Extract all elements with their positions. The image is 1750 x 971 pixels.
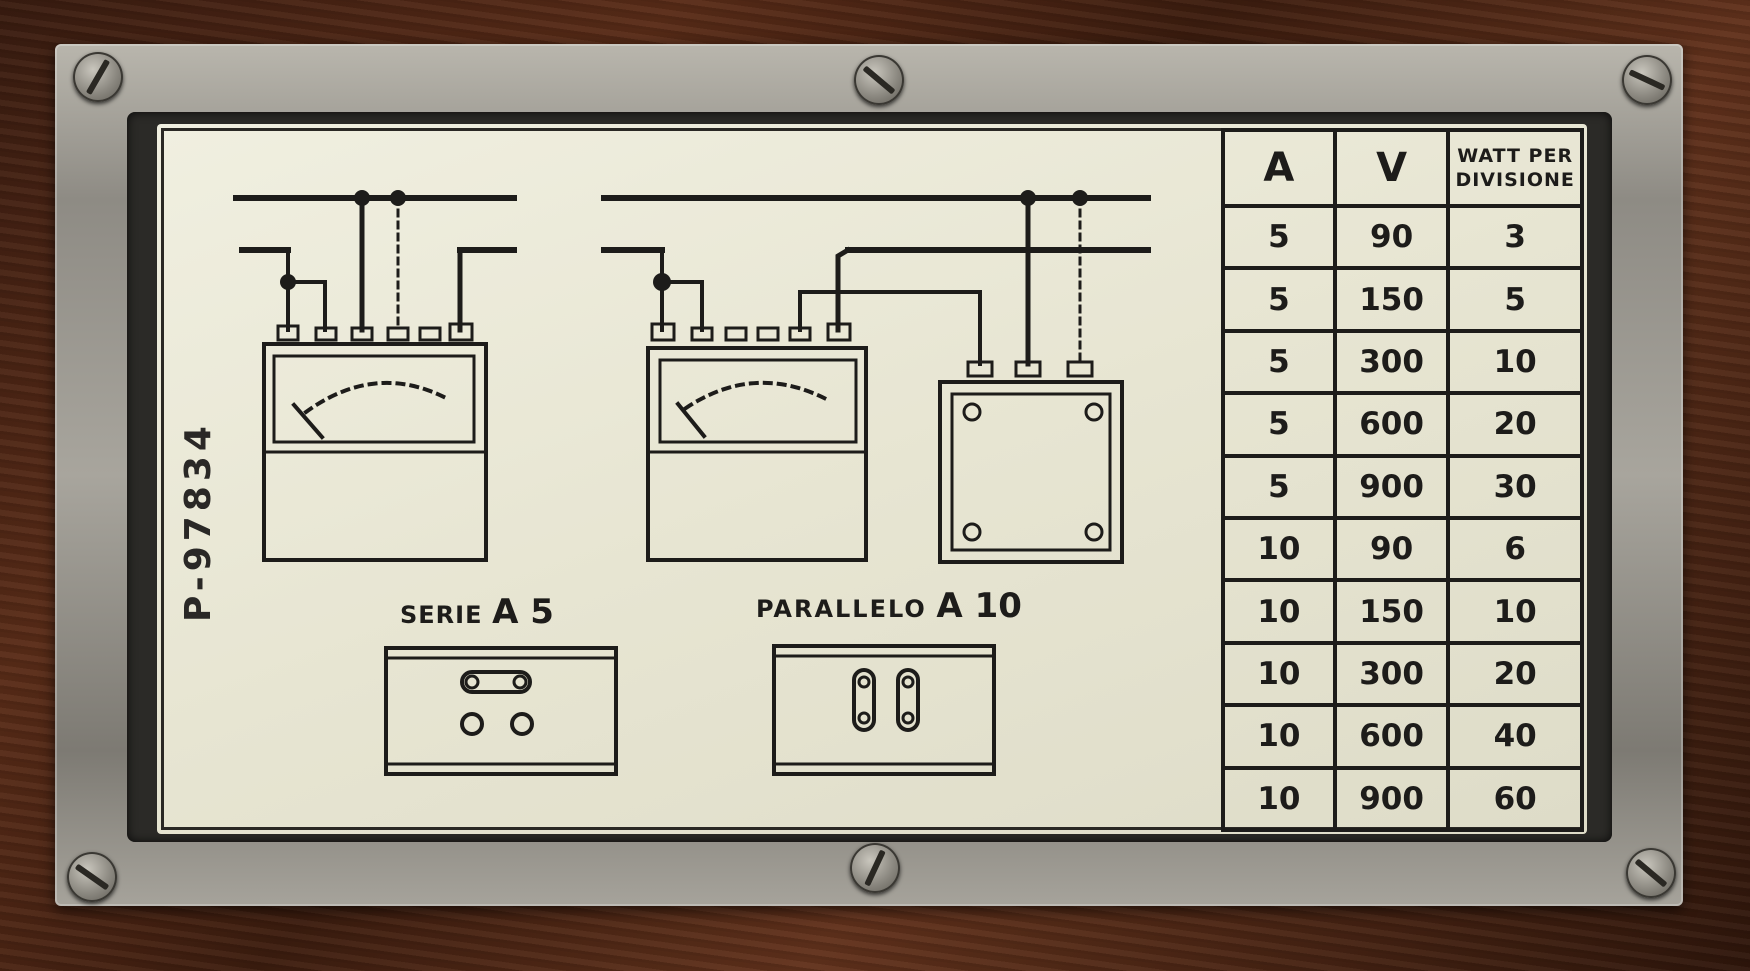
cell-watt: 40 (1446, 703, 1584, 770)
cell-watt: 20 (1446, 391, 1584, 458)
cell-a: 5 (1221, 203, 1337, 271)
cell-watt: 6 (1446, 515, 1584, 583)
cell-watt: 10 (1446, 328, 1584, 396)
cell-v: 600 (1332, 703, 1451, 770)
header-v: V (1332, 128, 1451, 208)
cell-a: 10 (1221, 640, 1337, 708)
serie-label: SERIE A 5 (400, 592, 554, 632)
parallelo-meter-needle (675, 401, 707, 439)
cell-watt: 30 (1446, 453, 1584, 520)
screw-bottom-center (850, 843, 900, 893)
cell-v: 150 (1332, 578, 1451, 645)
header-watt-line2: DIVISIONE (1455, 169, 1575, 191)
screw-top-center (854, 55, 904, 105)
parallelo-label: PARALLELO A 10 (756, 586, 1022, 626)
spec-table-header: A V WATT PER DIVISIONE (1221, 128, 1584, 208)
cell-v: 90 (1332, 515, 1451, 583)
cell-v: 150 (1332, 266, 1451, 333)
parallelo-meter-scale (683, 380, 831, 411)
serial-number: P-97834 (178, 421, 219, 622)
screw-bottom-left (67, 852, 117, 902)
header-watt-line1: WATT PER (1457, 145, 1574, 167)
parallelo-word: PARALLELO (756, 595, 927, 623)
parallelo-link-box (772, 644, 996, 776)
cell-a: 10 (1221, 765, 1337, 833)
cell-a: 5 (1221, 328, 1337, 396)
serie-meter-needle (291, 402, 325, 440)
serie-amp: A 5 (492, 592, 554, 632)
serie-link-bar (460, 670, 532, 694)
parallelo-amp: A 10 (936, 586, 1022, 626)
serie-link-box (384, 646, 618, 776)
header-a: A (1221, 128, 1337, 208)
screw-top-right (1622, 55, 1672, 105)
parallelo-link-bar-left (852, 668, 876, 732)
cell-watt: 20 (1446, 640, 1584, 708)
cell-v: 300 (1332, 328, 1451, 396)
cell-watt: 3 (1446, 203, 1584, 271)
header-watt: WATT PER DIVISIONE (1446, 128, 1584, 208)
serie-meter-window (272, 354, 476, 444)
cell-v: 90 (1332, 203, 1451, 271)
serie-word: SERIE (400, 601, 483, 629)
parallelo-meter-body (646, 346, 868, 562)
cell-v: 300 (1332, 640, 1451, 708)
screw-bottom-right (1626, 848, 1676, 898)
cell-v: 900 (1332, 765, 1451, 833)
cell-v: 900 (1332, 453, 1451, 520)
cell-watt: 10 (1446, 578, 1584, 645)
cell-a: 10 (1221, 703, 1337, 770)
serie-meter-scale (303, 381, 449, 415)
cell-v: 600 (1332, 391, 1451, 458)
cell-a: 10 (1221, 578, 1337, 645)
cell-a: 10 (1221, 515, 1337, 583)
cell-a: 5 (1221, 453, 1337, 520)
cell-watt: 5 (1446, 266, 1584, 333)
screw-top-left (73, 52, 123, 102)
parallelo-meter-window (658, 358, 858, 444)
cell-a: 5 (1221, 391, 1337, 458)
cell-a: 5 (1221, 266, 1337, 333)
shunt-box (938, 380, 1124, 564)
parallelo-link-bar-right (896, 668, 920, 732)
cell-watt: 60 (1446, 765, 1584, 833)
